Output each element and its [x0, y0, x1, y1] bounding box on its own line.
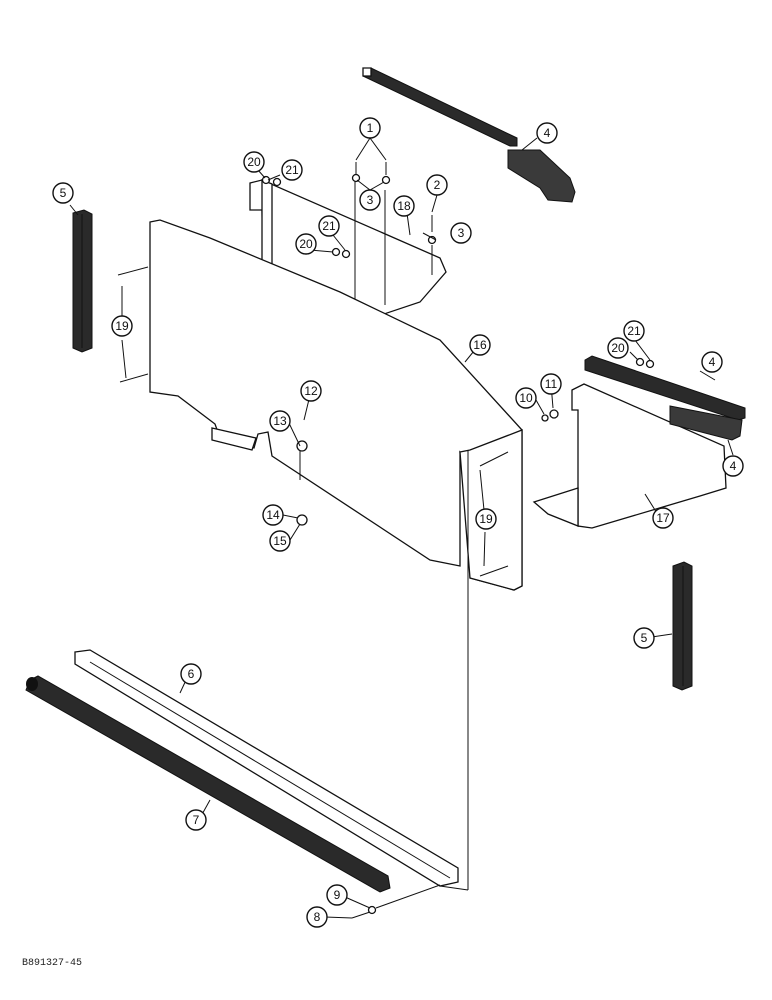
callout-21: 21 — [318, 215, 340, 237]
callout-6: 6 — [180, 663, 202, 685]
svg-text:11: 11 — [545, 377, 558, 391]
svg-text:19: 19 — [115, 319, 129, 333]
reference-code: B891327-45 — [22, 958, 83, 969]
svg-text:20: 20 — [611, 341, 625, 355]
callout-19: 19 — [475, 508, 497, 530]
callout-21: 21 — [281, 159, 303, 181]
callout-10: 10 — [515, 387, 537, 409]
callout-7: 7 — [185, 809, 207, 831]
svg-text:8: 8 — [314, 910, 321, 924]
svg-text:15: 15 — [273, 534, 287, 548]
svg-text:5: 5 — [641, 631, 648, 645]
svg-text:4: 4 — [709, 355, 716, 369]
callout-3: 3 — [450, 222, 472, 244]
svg-text:3: 3 — [458, 226, 465, 240]
svg-text:6: 6 — [188, 667, 195, 681]
callout-4: 4 — [536, 122, 558, 144]
top-seal-strip — [362, 67, 576, 203]
callout-14: 14 — [262, 504, 284, 526]
svg-text:21: 21 — [322, 219, 336, 233]
hardware-fasteners — [117, 162, 655, 919]
bottom-rail — [74, 649, 459, 887]
svg-text:12: 12 — [304, 384, 318, 398]
right-bracket — [532, 383, 727, 529]
svg-text:4: 4 — [730, 459, 737, 473]
callout-19: 19 — [111, 315, 133, 337]
svg-text:18: 18 — [397, 199, 411, 213]
svg-text:21: 21 — [627, 324, 641, 338]
callout-15: 15 — [269, 530, 291, 552]
callout-1: 1 — [359, 117, 381, 139]
callout-20: 20 — [607, 337, 629, 359]
svg-text:16: 16 — [473, 338, 487, 352]
right-vertical-seal — [672, 561, 693, 691]
callout-11: 11 — [540, 373, 562, 395]
svg-text:7: 7 — [193, 813, 200, 827]
callout-3: 3 — [359, 189, 381, 211]
callout-9: 9 — [326, 884, 348, 906]
callout-17: 17 — [652, 507, 674, 529]
left-vertical-seal — [72, 209, 93, 353]
svg-text:4: 4 — [544, 126, 551, 140]
callout-4: 4 — [722, 455, 744, 477]
callout-16: 16 — [469, 334, 491, 356]
svg-text:10: 10 — [519, 391, 533, 405]
callout-18: 18 — [393, 195, 415, 217]
callout-12: 12 — [300, 380, 322, 402]
callout-21: 21 — [623, 320, 645, 342]
svg-text:21: 21 — [285, 163, 299, 177]
svg-text:20: 20 — [299, 237, 313, 251]
bottom-rubber-seal — [25, 675, 391, 893]
callout-8: 8 — [306, 906, 328, 928]
callout-5: 5 — [633, 627, 655, 649]
svg-text:9: 9 — [334, 888, 341, 902]
svg-text:1: 1 — [367, 121, 374, 135]
svg-text:20: 20 — [247, 155, 261, 169]
svg-text:2: 2 — [434, 178, 441, 192]
svg-text:19: 19 — [479, 512, 493, 526]
callout-20: 20 — [243, 151, 265, 173]
callout-2: 2 — [426, 174, 448, 196]
callout-13: 13 — [269, 410, 291, 432]
callout-5: 5 — [52, 182, 74, 204]
svg-text:13: 13 — [273, 414, 287, 428]
callout-4: 4 — [701, 351, 723, 373]
svg-text:17: 17 — [656, 511, 670, 525]
svg-text:3: 3 — [367, 193, 374, 207]
svg-text:5: 5 — [60, 186, 67, 200]
svg-text:14: 14 — [266, 508, 280, 522]
callout-20: 20 — [295, 233, 317, 255]
right-seal-strips — [584, 355, 746, 441]
